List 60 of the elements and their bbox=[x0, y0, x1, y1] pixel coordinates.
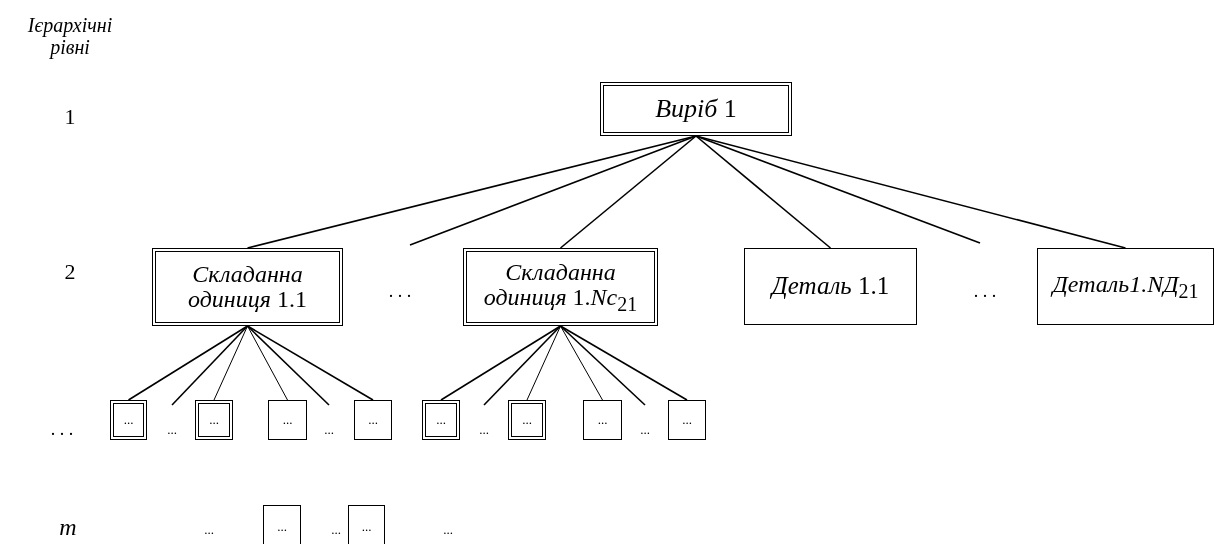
node-label: Складанна одиниця 1.1 bbox=[187, 261, 308, 313]
connector-line bbox=[560, 325, 603, 401]
connector-line bbox=[695, 135, 981, 244]
box bbox=[668, 400, 706, 440]
double-border-box bbox=[600, 82, 792, 136]
connector-line bbox=[246, 325, 330, 406]
box bbox=[263, 505, 301, 544]
level-label: . . . bbox=[388, 282, 412, 302]
node-label: Деталь1.NД$_{21}$ bbox=[1052, 271, 1199, 302]
level-label: ... bbox=[204, 522, 214, 538]
level-label: 2 bbox=[64, 259, 76, 285]
connector-line bbox=[409, 135, 697, 246]
connector-line bbox=[246, 325, 374, 401]
box bbox=[268, 400, 307, 440]
node-label: ... bbox=[436, 413, 446, 427]
box bbox=[583, 400, 622, 440]
connector-line bbox=[440, 325, 562, 401]
node-label: ... bbox=[522, 413, 532, 427]
level-label: 1 bbox=[64, 104, 76, 130]
node-label: ... bbox=[597, 413, 608, 427]
double-border-box bbox=[152, 248, 343, 326]
box bbox=[744, 248, 917, 325]
level-label: ... bbox=[479, 422, 489, 438]
node-label: ... bbox=[123, 413, 134, 427]
node-label: ... bbox=[682, 413, 692, 427]
double-border-box bbox=[195, 400, 233, 440]
level-label: ... bbox=[324, 422, 334, 438]
level-label: ... bbox=[443, 522, 453, 538]
connector-line bbox=[695, 135, 832, 249]
connector-line bbox=[247, 325, 288, 401]
box bbox=[1037, 248, 1214, 325]
connector-line bbox=[483, 325, 562, 406]
double-border-box bbox=[422, 400, 460, 440]
level-label: ... bbox=[640, 422, 650, 438]
node-label: ... bbox=[277, 520, 287, 534]
connector-line bbox=[526, 325, 561, 401]
connector-line bbox=[171, 325, 249, 406]
level-label: ... bbox=[167, 422, 177, 438]
double-border-box bbox=[463, 248, 658, 326]
node-label: Виріб 1 bbox=[655, 95, 737, 123]
node-label: ... bbox=[209, 413, 219, 427]
node-label: ... bbox=[282, 413, 293, 427]
level-label: m bbox=[59, 513, 77, 541]
node-label: Складанна одиниця 1.Nc$_{21}$ bbox=[482, 259, 639, 315]
connector-line bbox=[213, 325, 248, 401]
node-label: ... bbox=[368, 413, 378, 427]
double-border-box bbox=[110, 400, 147, 440]
node-label: Деталь 1.1 bbox=[771, 273, 890, 300]
box bbox=[354, 400, 392, 440]
connector-line bbox=[127, 325, 249, 401]
connector-line bbox=[559, 325, 688, 401]
box bbox=[348, 505, 385, 544]
level-label: . . . bbox=[973, 282, 997, 302]
level-label: ... bbox=[331, 522, 341, 538]
double-border-box bbox=[508, 400, 546, 440]
axis-title: Ієрархічні рівні bbox=[26, 14, 114, 58]
connector-line bbox=[559, 135, 697, 249]
node-label: ... bbox=[361, 520, 372, 534]
level-label: . . . bbox=[50, 420, 74, 440]
connector-line bbox=[559, 325, 646, 406]
